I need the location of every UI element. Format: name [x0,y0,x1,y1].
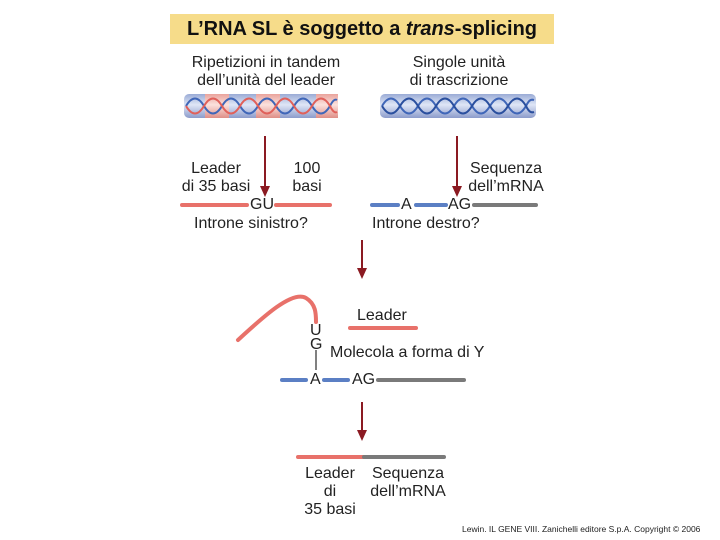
left-transcription-arrow [260,136,270,197]
title-prefix: L’RNA SL è soggetto a [186,18,406,40]
title-emphasis: trans [405,18,455,40]
y-leader-label: Leader [357,307,407,324]
product-mrna-line2: dell’mRNA [370,483,446,500]
hundred-bases-line1: 100 [293,160,321,177]
hundred-bases-label: 100 basi [284,160,330,196]
a-label: A [401,196,412,213]
tandem-repeats-line1: Ripetizioni in tandem [191,54,341,71]
single-units-line1: Singole unità [412,54,506,71]
left-intron-label: Introne sinistro? [194,215,308,232]
single-units-label: Singole unità di trascrizione [372,54,546,90]
right-transcription-arrow [452,136,462,197]
step-arrow-2 [357,402,367,441]
single-units-line2: di trascrizione [409,72,509,89]
product-mrna-line1: Sequenza [371,465,445,482]
product-leader-line1: Leader [305,465,355,482]
u-label: U [310,322,322,339]
g-label: G [310,336,323,353]
product-leader-line2: di [323,483,337,500]
tandem-repeat-dna [184,94,338,118]
mrna-sequence-line1: Sequenza [469,160,543,177]
gu-label: GU [250,196,274,213]
y-molecule-caption: Molecola a forma di Y [330,344,485,361]
diagram-title: L’RNA SL è soggetto a trans-splicing [170,14,554,44]
title-suffix: -splicing [454,18,538,40]
tandem-repeats-label: Ripetizioni in tandem dell’unità del lea… [178,54,354,90]
hundred-bases-line2: basi [292,178,322,195]
right-intron-label: Introne destro? [372,215,480,232]
product-mrna-label: Sequenza dell’mRNA [366,465,450,501]
tandem-repeats-line2: dell’unità del leader [197,72,335,89]
ag-label: AG [448,196,472,213]
single-unit-dna [380,94,536,118]
copyright-credit: Lewin. IL GENE VIII. Zanichelli editore … [462,524,701,534]
step-arrow-1 [357,240,367,279]
leader-35-line1: Leader [191,160,241,177]
mrna-sequence-line2: dell’mRNA [468,178,544,195]
y-a-label: A [310,371,321,388]
mrna-sequence-label: Sequenza dell’mRNA [462,160,550,196]
y-ag-label: AG [352,371,376,388]
product-leader-line3: 35 basi [304,501,356,518]
y-molecule [236,294,466,382]
product-leader-label: Leader di 35 basi [294,465,366,519]
leader-35-label: Leader di 35 basi [176,160,256,196]
leader-35-line2: di 35 basi [181,178,251,195]
